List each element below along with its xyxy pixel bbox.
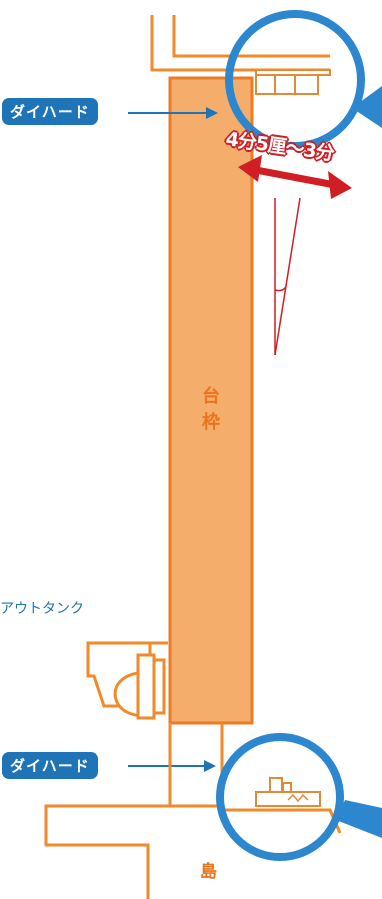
gap-double-arrow	[238, 155, 352, 199]
magnifier-circle-bottom	[216, 733, 344, 861]
bottom-hardware	[255, 777, 321, 807]
pointer-arrow-bottom	[128, 760, 216, 772]
frame-label-line2: 枠	[202, 412, 220, 433]
main-frame	[168, 76, 254, 725]
island-label: 島	[200, 862, 217, 882]
top-hardware	[255, 73, 319, 95]
out-tank-label: アウトタンク	[0, 601, 84, 617]
frame-label-line1: 台	[202, 386, 220, 407]
pointer-arrow-top	[128, 107, 218, 119]
magnifier-handle-bottom	[336, 800, 382, 838]
magnifier-handle-top	[352, 86, 382, 128]
island-structure-outline	[44, 723, 172, 899]
angle-lines	[274, 197, 301, 356]
magnifier-circle-top	[225, 10, 365, 150]
out-tank	[86, 641, 168, 720]
upper-structure-inner-outline	[172, 15, 330, 58]
die-hard-label-top: ダイハード	[2, 98, 98, 125]
die-hard-label-bottom: ダイハード	[2, 752, 98, 779]
